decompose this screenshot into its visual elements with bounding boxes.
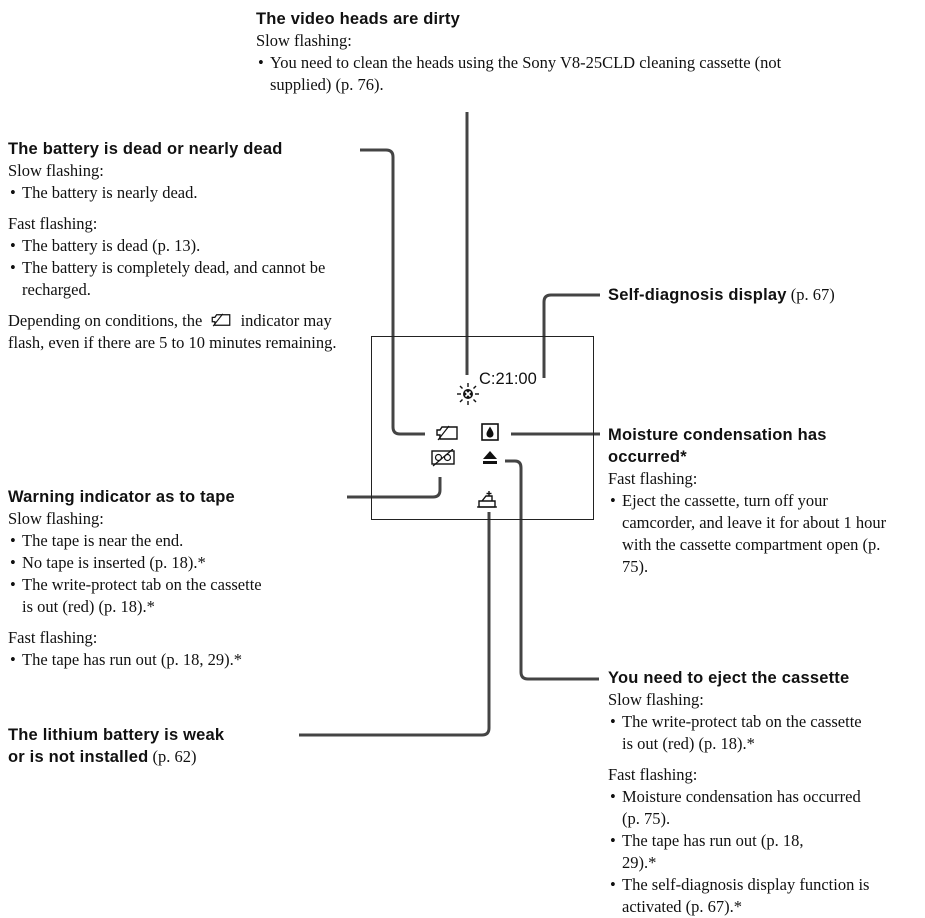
tape-warning-title: Warning indicator as to tape [8,488,235,506]
lithium-title: The lithium battery is weak [8,726,225,744]
eject-slow-label: Slow flashing: [608,690,704,709]
eject-fast-item: The tape has run out (p. 18, 29).* [608,830,837,874]
leader-lithium [299,512,491,737]
battery-empty-icon [436,425,458,441]
leader-self-diagnosis [542,293,600,378]
tape-warning-fast-item: The tape has run out (p. 18, 29).* [8,649,338,671]
eject-title: You need to eject the cassette [608,669,850,687]
battery-fast-item: The battery is completely dead, and cann… [8,257,347,301]
tape-warning-section: Warning indicator as to tape Slow flashi… [8,486,338,671]
lithium-ref: (p. 62) [152,747,197,766]
battery-empty-icon [212,313,231,327]
moisture-fast-item: Eject the cassette, turn off your camcor… [608,490,902,578]
leader-eject [505,459,599,681]
eject-fast-item: The self-diagnosis display function is a… [608,874,907,918]
video-heads-slow-label: Slow flashing: [256,31,352,50]
self-diagnosis-section: Self-diagnosis display (p. 67) [608,284,918,306]
moisture-condensation-icon [481,423,499,441]
battery-slow-item: The battery is nearly dead. [8,182,353,204]
tape-warning-slow-item: The write-protect tab on the cassette is… [8,574,272,618]
battery-note-text: Depending on conditions, the [8,311,203,330]
moisture-section: Moisture condensation has occurred* Fast… [608,424,918,578]
lithium-section: The lithium battery is weak or is not in… [8,724,298,768]
battery-fast-label: Fast flashing: [8,214,98,233]
battery-note-text: indicator may flash, even if there are 5… [8,311,337,352]
viewfinder-display: C:21:00 [371,336,594,520]
leader-tape-warning [347,477,442,499]
video-heads-title: The video heads are dirty [256,10,460,28]
battery-slow-label: Slow flashing: [8,161,104,180]
eject-slow-item: The write-protect tab on the cassette is… [608,711,872,755]
video-heads-section: The video heads are dirty Slow flashing:… [256,8,816,96]
self-diagnosis-ref: (p. 67) [790,285,835,304]
battery-title: The battery is dead or nearly dead [8,140,283,158]
battery-note: Depending on conditions, the indicator m… [8,310,338,354]
moisture-title: occurred* [608,448,687,466]
video-heads-slow-item: You need to clean the heads using the So… [256,52,810,96]
tape-warning-fast-label: Fast flashing: [8,628,98,647]
video-heads-dirty-icon [457,383,479,405]
battery-section: The battery is dead or nearly dead Slow … [8,138,353,354]
tape-warning-slow-item: The tape is near the end. [8,530,338,552]
lithium-battery-icon [477,491,497,508]
self-diagnosis-title: Self-diagnosis display [608,286,787,304]
eject-fast-item: Moisture condensation has occurred (p. 7… [608,786,867,830]
lithium-title: or is not installed [8,748,149,766]
leader-battery [360,148,425,436]
battery-fast-item: The battery is dead (p. 13). [8,235,353,257]
eject-fast-label: Fast flashing: [608,765,698,784]
tape-warning-icon [431,449,455,467]
moisture-fast-label: Fast flashing: [608,469,698,488]
tape-warning-slow-item: No tape is inserted (p. 18).* [8,552,338,574]
eject-section: You need to eject the cassette Slow flas… [608,667,923,918]
moisture-title: Moisture condensation has [608,426,827,444]
self-diagnosis-code: C:21:00 [479,370,537,388]
eject-icon [483,451,497,464]
tape-warning-slow-label: Slow flashing: [8,509,104,528]
